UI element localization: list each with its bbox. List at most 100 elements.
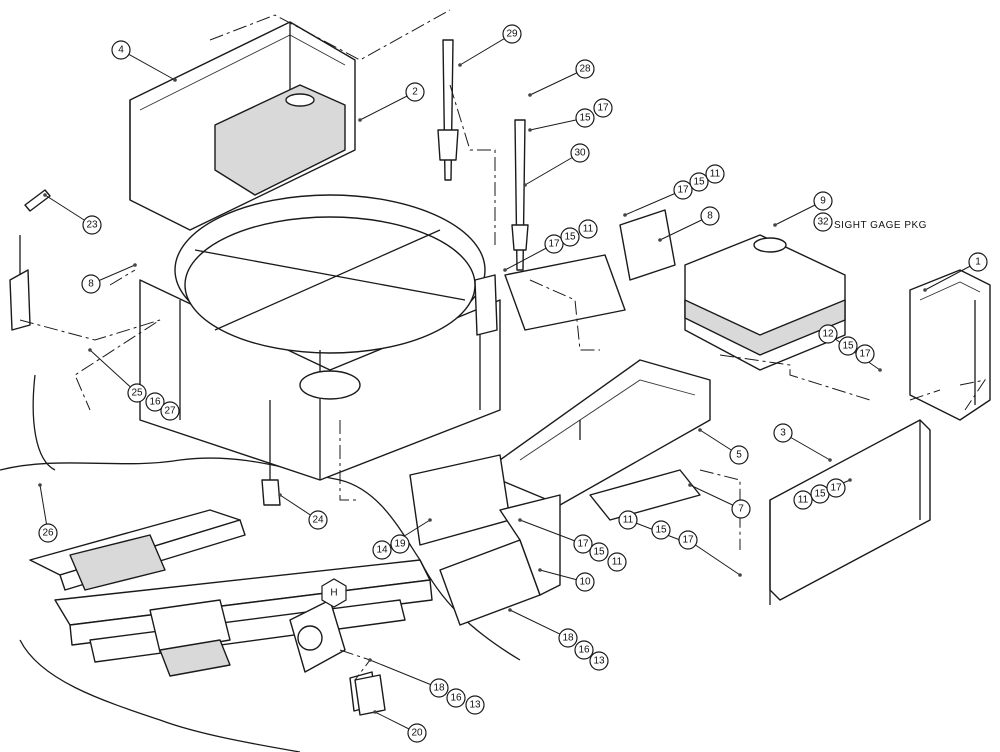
plate-7 (589, 469, 701, 521)
callout-30: 30 (570, 143, 590, 163)
callout-number: 14 (376, 545, 388, 556)
callout-circle (465, 695, 485, 715)
callout-number: 7 (738, 504, 744, 515)
callout-number: 17 (682, 535, 694, 546)
callout-circle (407, 723, 427, 743)
callout-15: 15 (589, 542, 609, 562)
callout-number: 17 (548, 239, 560, 250)
leader-tip (458, 63, 462, 67)
bracket-20 (354, 674, 386, 716)
callout-number: 25 (131, 388, 143, 399)
callout-number: 32 (817, 217, 829, 228)
callout-number: 11 (798, 495, 809, 506)
mount-plate (409, 454, 511, 546)
callout-number: 28 (579, 64, 591, 75)
callout-circle (575, 59, 595, 79)
callout-circle (82, 215, 102, 235)
callout-circle (968, 252, 988, 272)
leader-line (529, 68, 586, 96)
callout-23: 23 (82, 215, 102, 235)
callout-1: 1 (968, 252, 988, 272)
callout-11: 11 (607, 552, 627, 572)
callout-number: 18 (562, 633, 574, 644)
callout-number: 16 (149, 397, 161, 408)
callout-number: 13 (469, 700, 481, 711)
callout-circle (700, 206, 720, 226)
callout-circle (573, 534, 593, 554)
callout-15: 15 (838, 336, 858, 356)
callout-3: 3 (773, 423, 793, 443)
leader-line (120, 49, 176, 81)
leader-tip (88, 348, 92, 352)
leader-tip (518, 518, 522, 522)
leader-tip (658, 238, 662, 242)
callout-circle (678, 530, 698, 550)
callout-17: 17 (855, 344, 875, 364)
callout-circle (575, 572, 595, 592)
callout-9: 9 (813, 191, 833, 211)
callout-circle (308, 510, 328, 530)
callout-number: 13 (593, 656, 605, 667)
callout-11: 11 (793, 490, 813, 510)
leader-tip (878, 368, 882, 372)
callout-11: 11 (578, 219, 598, 239)
callout-circle (578, 219, 598, 239)
callout-number: 3 (780, 428, 786, 439)
hex-marker: H (321, 578, 347, 608)
cover-plate (504, 254, 626, 331)
callout-8: 8 (81, 274, 101, 294)
callout-number: 17 (830, 483, 842, 494)
callout-28: 28 (575, 59, 595, 79)
phantom-lines (19, 9, 987, 681)
callout-13: 13 (589, 651, 609, 671)
leader-tip (523, 183, 527, 187)
callout-circle (793, 490, 813, 510)
callout-number: 2 (412, 87, 418, 98)
callout-number: 17 (859, 349, 871, 360)
callout-16: 16 (446, 688, 466, 708)
callout-25: 25 (127, 383, 147, 403)
callout-number: 11 (583, 224, 594, 235)
bracket-8 (619, 209, 676, 281)
leader-tip (773, 223, 777, 227)
callout-circle (38, 523, 58, 543)
leader-line (459, 33, 513, 66)
callouts: 4292281517301715118932231715111812151725… (38, 24, 988, 743)
callout-18: 18 (558, 628, 578, 648)
callout-circle (570, 143, 590, 163)
callout-circle (838, 336, 858, 356)
callout-17: 17 (826, 478, 846, 498)
hopper-frame (129, 21, 501, 506)
tank-9 (684, 234, 846, 371)
rod-30 (511, 119, 529, 271)
callout-number: 26 (42, 528, 54, 539)
callout-circle (729, 445, 749, 465)
leader-line (524, 152, 581, 186)
callout-number: 17 (677, 185, 689, 196)
callout-14: 14 (372, 540, 392, 560)
callout-4: 4 (111, 40, 131, 60)
callout-circle (589, 651, 609, 671)
callout-15: 15 (810, 484, 830, 504)
callout-number: 12 (822, 329, 834, 340)
rod-29 (437, 39, 459, 181)
callout-circle (574, 640, 594, 660)
callout-circle (589, 542, 609, 562)
callout-29: 29 (502, 24, 522, 44)
callout-number: 30 (574, 148, 586, 159)
callout-number: 16 (578, 645, 590, 656)
callout-15: 15 (560, 227, 580, 247)
callout-circle (618, 510, 638, 530)
leader-tip (538, 568, 542, 572)
callout-12: 12 (818, 324, 838, 344)
callout-number: 1 (975, 257, 981, 268)
callout-circle (855, 344, 875, 364)
leader-tip (368, 658, 372, 662)
callout-circle (502, 24, 522, 44)
callout-circle (575, 108, 595, 128)
leader-tip (38, 483, 42, 487)
callout-circle (429, 678, 449, 698)
callout-circle (813, 212, 833, 232)
callout-circle (818, 324, 838, 344)
callout-number: 24 (312, 515, 324, 526)
